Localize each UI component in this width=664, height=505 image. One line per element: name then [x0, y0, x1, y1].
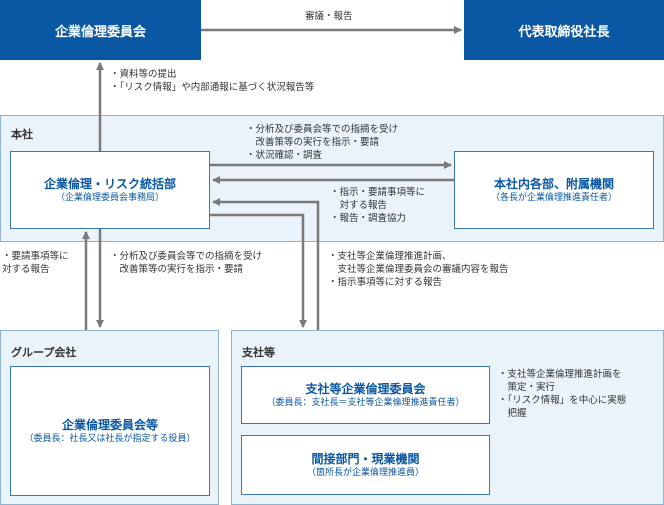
branch-title: 支社等	[242, 346, 275, 359]
risk-dept-box: 企業倫理・リスク統括部 （企業倫理委員会事務局）	[10, 151, 210, 229]
indirect-dept-sub: （箇所長が企業倫理推進員）	[306, 467, 424, 478]
indirect-dept-box: 間接部門・現業機関 （箇所長が企業倫理推進員）	[241, 435, 490, 495]
hq-depts-sub: （各長が企業倫理推進責任者）	[490, 192, 617, 203]
branch-committee-sub: （委員長：支社長＝支社等企業倫理推進責任者）	[266, 397, 465, 408]
hq-depts-title: 本社内各部、附属機関	[493, 176, 614, 191]
hq-depts-box: 本社内各部、附属機関 （各長が企業倫理推進責任者）	[454, 151, 654, 229]
group-committee-box: 企業倫理委員会等 （委員長：社長又は社長が指定する役員）	[10, 366, 210, 496]
group-committee-title: 企業倫理委員会等	[61, 417, 158, 432]
note-branch-to-hq: ・支社等企業倫理推進計画、 支社等企業倫理委員会の審議内容を報告 ・指示事項等に…	[328, 251, 509, 288]
president-label: 代表取締役社長	[518, 24, 610, 40]
arrow-riskdept-to-branch	[210, 213, 307, 328]
note-hq-to-group: ・分析及び委員会等での指摘を受け 改善策等の実行を指示・要請	[110, 251, 263, 275]
indirect-dept-title: 間接部門・現業機関	[311, 451, 420, 466]
honsha-title: 本社	[11, 128, 33, 141]
branch-committee-title: 支社等企業倫理委員会	[305, 381, 426, 396]
note-group-to-hq: ・要請事項等に 対する報告	[2, 251, 69, 275]
president-box: 代表取締役社長	[464, 0, 664, 60]
ethics-committee-box: 企業倫理委員会	[0, 0, 201, 60]
branch-committee-box: 支社等企業倫理委員会 （委員長：支社長＝支社等企業倫理推進責任者）	[241, 366, 490, 424]
group-title: グループ会社	[11, 346, 77, 359]
note-branch-side: ・支社等企業倫理推進計画を 策定・実行 ・「リスク情報」を中心に実態 把握	[498, 369, 627, 419]
note-hq-to-depts: ・分析及び委員会等での指摘を受け 改善策等の実行を指示・要請 ・状況確認・調査	[246, 124, 399, 161]
arrow-branch-to-riskdept	[212, 198, 320, 330]
ethics-committee-label: 企業倫理委員会	[54, 24, 146, 40]
note-depts-to-hq: ・指示・要請事項等に 対する報告 ・報告・調査協力	[330, 187, 426, 224]
deliberation-report-label: 審議・報告	[305, 11, 353, 22]
note-to-committee: ・資料等の提出 ・「リスク情報」や内部通報に基づく状況報告等	[110, 69, 315, 93]
group-committee-sub: （委員長：社長又は社長が指定する役員）	[24, 433, 196, 444]
risk-dept-title: 企業倫理・リスク統括部	[43, 176, 176, 191]
risk-dept-sub: （企業倫理委員会事務局）	[55, 192, 164, 203]
